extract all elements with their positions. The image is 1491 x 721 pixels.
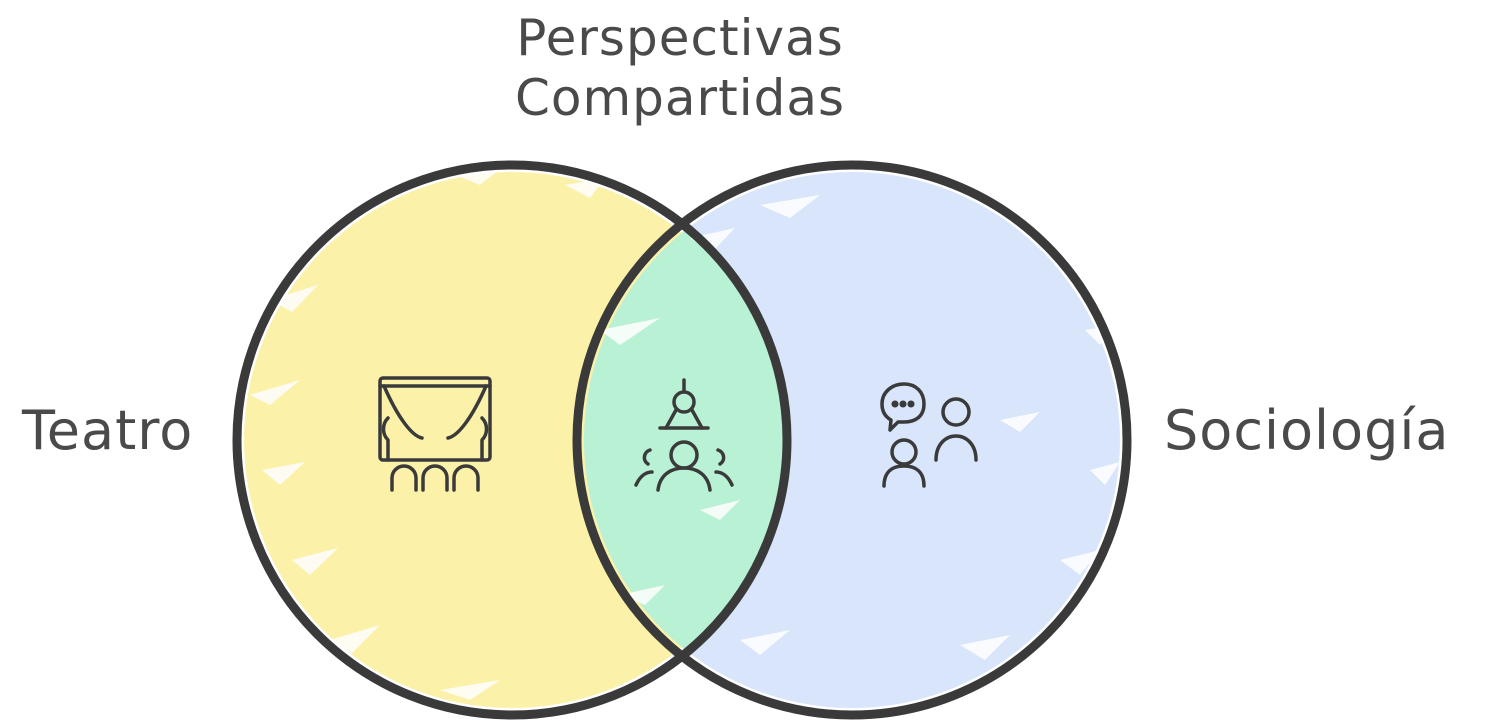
intersection-fill: [584, 172, 787, 708]
title-line-2: Compartidas: [514, 69, 846, 127]
conversation-people-icon: [880, 382, 978, 488]
theater-stage-icon: [378, 376, 492, 492]
title-line-1: Perspectivas: [516, 9, 844, 67]
sociologia-circle-outline: [572, 160, 1132, 720]
teatro-label: Teatro: [22, 399, 194, 462]
sociologia-label: Sociología: [1164, 399, 1450, 462]
shared-perspectives-title: Perspectivas Compartidas: [420, 8, 940, 128]
group-collaboration-icon: [634, 378, 734, 492]
teatro-circle-outline: [232, 160, 792, 720]
